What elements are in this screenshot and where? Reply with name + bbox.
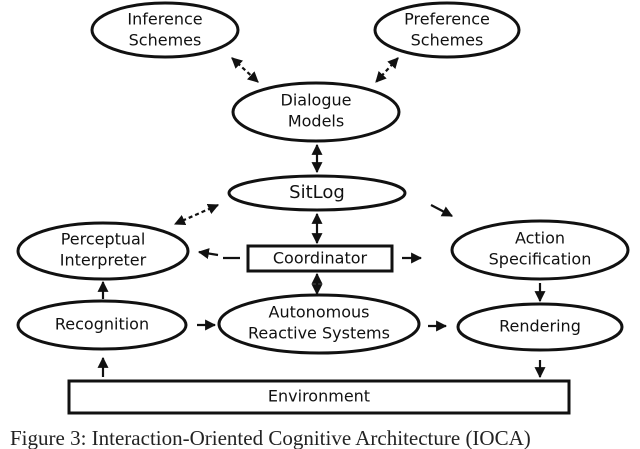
rendering-node: Rendering xyxy=(456,302,624,352)
environment-label: Environment xyxy=(268,387,370,406)
inference-schemes-label-line2: Schemes xyxy=(129,31,202,50)
edge-sitlog-perceptual xyxy=(173,203,220,226)
perceptual-interpreter-node: Perceptual Interpreter xyxy=(16,221,190,281)
figure-caption: Figure 3: Interaction-Oriented Cognitive… xyxy=(10,426,531,449)
sitlog-label: SitLog xyxy=(289,182,345,203)
environment-node: Environment xyxy=(67,379,571,415)
autonomous-reactive-systems-node: Autonomous Reactive Systems xyxy=(217,293,421,355)
inference-schemes-label-line1: Inference xyxy=(127,10,202,29)
edge-preference-dialogue xyxy=(375,57,399,83)
inference-schemes-node: Inference Schemes xyxy=(90,1,240,59)
edge-inference-dialogue xyxy=(231,57,259,83)
preference-schemes-label-line2: Schemes xyxy=(411,31,484,50)
perceptual-interpreter-label-line2: Interpreter xyxy=(60,251,147,270)
recognition-label: Recognition xyxy=(55,315,149,334)
action-specification-label-line1: Action xyxy=(515,229,565,248)
diagram-canvas: Inference Schemes Preference Schemes Dia… xyxy=(16,1,630,415)
preference-schemes-label-line1: Preference xyxy=(404,10,490,29)
autonomous-reactive-systems-label-line1: Autonomous xyxy=(269,303,370,322)
autonomous-reactive-systems-label-line2: Reactive Systems xyxy=(248,324,390,343)
edge-sitlog-action xyxy=(430,204,453,217)
dialogue-models-label-line2: Models xyxy=(288,112,344,131)
action-specification-node: Action Specification xyxy=(450,219,630,281)
sitlog-node: SitLog xyxy=(227,174,407,212)
dialogue-models-node: Dialogue Models xyxy=(231,81,401,143)
preference-schemes-node: Preference Schemes xyxy=(373,1,521,59)
edge-coordinator-perceptual xyxy=(197,248,219,259)
coordinator-label: Coordinator xyxy=(273,249,368,268)
recognition-node: Recognition xyxy=(16,299,188,351)
dialogue-models-label-line1: Dialogue xyxy=(281,91,352,110)
perceptual-interpreter-label-line1: Perceptual xyxy=(61,230,146,249)
action-specification-label-line2: Specification xyxy=(489,250,592,269)
rendering-label: Rendering xyxy=(499,317,581,336)
coordinator-node: Coordinator xyxy=(246,244,394,273)
